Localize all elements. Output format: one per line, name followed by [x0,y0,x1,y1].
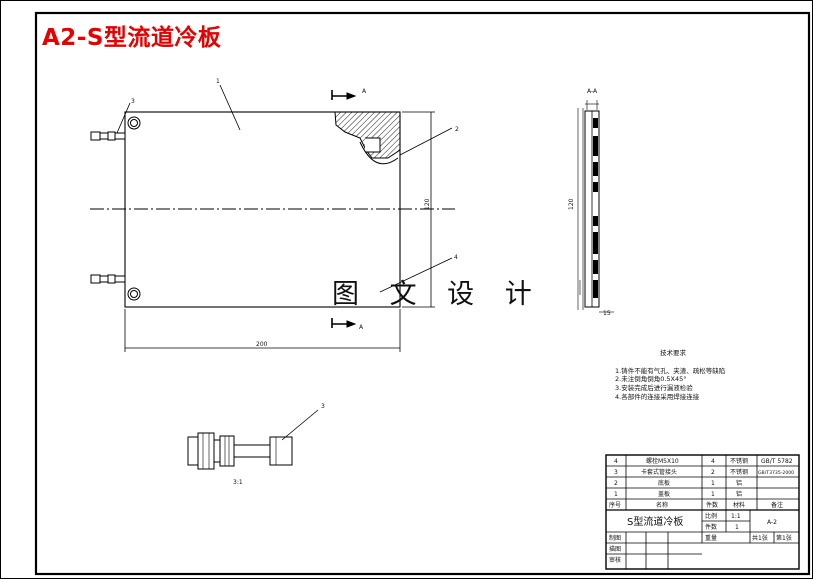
front-view [90,84,455,352]
bom-no-3: 3 [614,469,618,476]
tech-requirements: 技术要求 1.铸件不能有气孔、夹渣、疏松等缺陷 2.未注倒角倒角0.5X45° … [615,349,725,402]
part-name: S型流道冷板 [627,515,683,528]
leader-1 [219,84,241,131]
check-label: 审核 [609,556,621,564]
weight-label: 重量 [705,534,717,542]
balloon-4: 4 [454,254,458,261]
design-label: 描图 [609,545,621,553]
leader-3-top [116,102,131,134]
sheets-total: 共1张 [752,534,768,542]
bom-qty-2: 1 [711,480,715,487]
bom-header-name: 名称 [656,501,668,509]
tech-item-3: 3.安装完成后进行漏液检验 [615,384,693,393]
section-hatch [334,111,401,159]
bom-name-1: 盖板 [658,490,670,498]
bom-header-qty: 件数 [706,501,718,509]
section-thickness-dimension: 15 [603,310,611,317]
bolt-hole-top-inner [130,119,138,127]
scale-label: 比例 [705,512,717,520]
section-view [577,100,614,313]
bom-qty-4: 4 [711,458,715,465]
balloon-3: 3 [131,98,135,105]
detail-balloon: 3 [321,403,325,410]
bom-header-material: 材料 [733,501,745,509]
bom-qty-3: 2 [711,469,715,476]
cut-arrow-top [346,92,357,100]
watermark: 图 文 设 计 [332,279,543,310]
drawing-title: A2-S型流道冷板 [42,25,222,51]
channel-cut [365,137,381,153]
sheet-number: 第1张 [776,534,792,542]
bom-table: 4 螺栓M5X10 4 不锈钢 GB/T 5782 3 卡套式管接头 2 不锈钢… [609,457,794,509]
section-height-dimension: 120 [568,198,575,210]
leader-4 [379,257,453,293]
bom-note-4: GB/T 5782 [761,458,793,465]
bom-mat-2: 铝 [736,479,742,487]
balloon-1: 1 [216,78,220,85]
height-dimension: 120 [424,198,431,210]
inner-frame [34,11,811,576]
fitting-detail [187,409,319,470]
fitting-bottom [90,274,126,284]
cut-label-top: A [362,88,367,95]
bom-no-4: 4 [614,458,618,465]
tech-item-4: 4.各部件的连接采用焊接连接 [615,392,700,401]
bom-header-no: 序号 [609,501,621,509]
bom-mat-4: 不锈钢 [730,457,748,465]
bom-note-3: GB/T3735-2000 [758,470,794,476]
title-block [605,454,800,570]
bom-mat-3: 不锈钢 [730,468,748,476]
cut-label-bottom: A [359,324,364,331]
balloon-2: 2 [455,126,459,133]
width-dimension: 200 [256,341,268,348]
drawing-number: A-2 [767,519,777,526]
leader-2 [399,127,453,156]
bom-name-3: 卡套式管接头 [641,468,677,476]
break-line [359,141,399,165]
detail-scale: 3:1 [233,479,243,486]
bom-name-2: 底板 [658,479,670,487]
bom-no-1: 1 [614,491,618,498]
tech-heading: 技术要求 [660,349,686,357]
scale-value: 1:1 [731,513,741,520]
section-hatch-blocks [593,118,598,298]
bom-mat-1: 铝 [736,490,742,498]
qty-label: 件数 [705,523,717,531]
tech-item-2: 2.未注倒角倒角0.5X45° [615,375,687,384]
leader-3-detail [281,409,319,441]
draw-label: 制图 [609,534,621,542]
bolt-hole-bottom-inner [130,290,138,298]
bom-name-4: 螺栓M5X10 [646,457,679,465]
cut-arrow-bottom [346,320,357,328]
bom-no-2: 2 [614,480,618,487]
bom-header-note: 备注 [771,501,783,509]
section-label: A-A [587,88,598,95]
tech-item-1: 1.铸件不能有气孔、夹渣、疏松等缺陷 [615,366,726,375]
bolt-hole-bottom [127,287,141,301]
qty-value: 1 [735,524,739,531]
bolt-hole-top [127,116,141,130]
fitting-top [90,131,126,141]
bom-qty-1: 1 [711,491,715,498]
